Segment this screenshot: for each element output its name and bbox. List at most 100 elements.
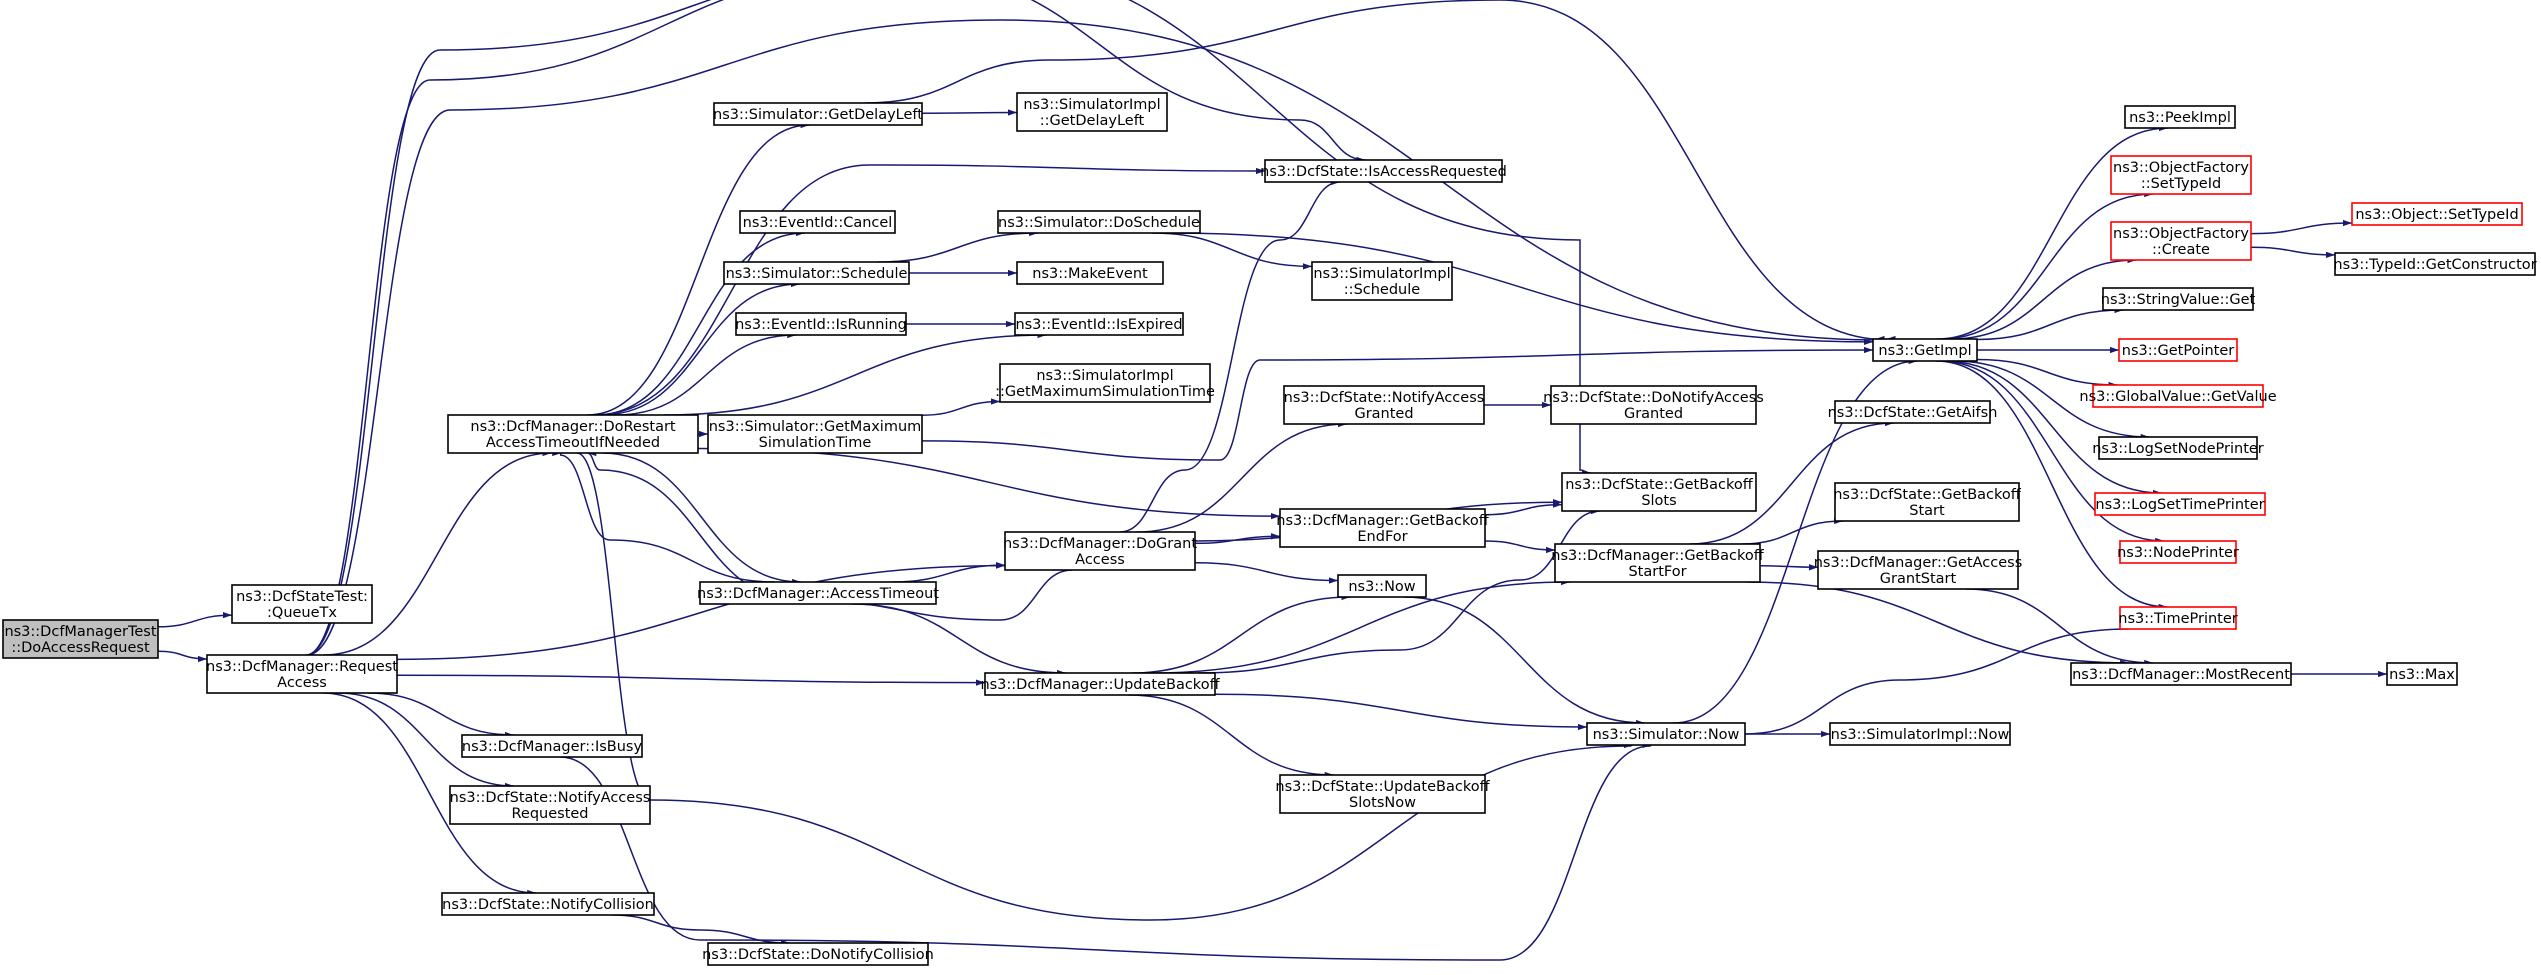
node-label: ns3::DcfState::DoNotifyAccess xyxy=(1543,390,1764,406)
edge-n3-n17 xyxy=(663,331,1047,416)
node-n48[interactable]: ns3::Object::SetTypeId xyxy=(2351,202,2523,226)
node-label: ::GetMaximumSimulationTime xyxy=(995,384,1215,400)
edge-n31-n42 xyxy=(1953,360,2150,441)
node-n31[interactable]: ns3::GetImpl xyxy=(1872,338,1978,362)
node-label: ns3::DcfManager::GetBackoff xyxy=(1551,548,1764,564)
node-n44[interactable]: ns3::NodePrinter xyxy=(2117,540,2239,564)
node-n1[interactable]: ns3::DcfStateTest::QueueTx xyxy=(231,584,373,624)
node-label: ns3::ObjectFactory xyxy=(2113,226,2249,242)
edge-n38-n48 xyxy=(2250,219,2353,235)
edge-n6-n13 xyxy=(612,914,792,952)
edge-n30-n31 xyxy=(1673,357,1918,724)
node-n35[interactable]: ns3::SimulatorImpl::Now xyxy=(1829,722,2011,746)
node-n4[interactable]: ns3::DcfManager::IsBusy xyxy=(461,734,643,758)
node-n17[interactable]: ns3::EventId::IsExpired xyxy=(1014,312,1184,336)
node-label: ns3::DcfState::UpdateBackoff xyxy=(1275,779,1490,795)
node-box xyxy=(707,942,929,966)
node-n30[interactable]: ns3::Simulator::Now xyxy=(1586,722,1746,746)
node-n14[interactable]: ns3::SimulatorImpl::GetDelayLeft xyxy=(1016,92,1168,132)
node-box xyxy=(1283,385,1485,425)
edge-n34-n46 xyxy=(1965,588,2154,667)
node-label: StartFor xyxy=(1628,564,1686,580)
node-n47[interactable]: ns3::Max xyxy=(2386,662,2458,686)
edge-n2-n28 xyxy=(306,0,1591,656)
node-box xyxy=(984,672,1216,696)
node-label: ns3::DcfManager::DoRestart xyxy=(470,419,676,435)
node-n9[interactable]: ns3::Simulator::Schedule xyxy=(723,261,910,285)
node-n38[interactable]: ns3::ObjectFactory::Create xyxy=(2110,221,2252,261)
node-box xyxy=(2070,662,2292,686)
node-n7[interactable]: ns3::Simulator::GetDelayLeft xyxy=(713,102,923,126)
node-box xyxy=(2110,155,2252,195)
node-label: ns3::LogSetNodePrinter xyxy=(2092,441,2264,457)
node-n46[interactable]: ns3::DcfManager::MostRecent xyxy=(2070,662,2292,686)
node-box xyxy=(447,414,699,454)
node-box xyxy=(1279,508,1486,548)
node-n13[interactable]: ns3::DcfState::DoNotifyCollision xyxy=(702,942,934,966)
node-n20[interactable]: ns3::DcfManager::UpdateBackoff xyxy=(980,672,1221,696)
edge-n3-n24 xyxy=(697,447,1281,520)
node-label: Granted xyxy=(1354,406,1413,422)
node-n22[interactable]: ns3::SimulatorImpl::Schedule xyxy=(1311,261,1453,301)
node-box xyxy=(1550,385,1757,425)
node-box xyxy=(206,654,398,694)
node-n49[interactable]: ns3::TypeId::GetConstructor xyxy=(2333,252,2537,276)
node-n43[interactable]: ns3::LogSetTimePrinter xyxy=(2094,492,2266,516)
edge-n20-n26 xyxy=(1128,694,1334,779)
node-n16[interactable]: ns3::MakeEvent xyxy=(1016,261,1164,285)
node-n42[interactable]: ns3::LogSetNodePrinter xyxy=(2092,436,2264,460)
node-label: ns3::Simulator::Schedule xyxy=(726,266,908,282)
node-box xyxy=(2110,221,2252,261)
node-n21[interactable]: ns3::DcfState::IsAccessRequested xyxy=(1260,159,1507,183)
node-label: SlotsNow xyxy=(1349,795,1416,811)
edge-n31-n45 xyxy=(1935,360,2168,611)
node-n15[interactable]: ns3::Simulator::DoSchedule xyxy=(997,210,1201,234)
node-label: ::Create xyxy=(2152,242,2210,258)
node-label: Granted xyxy=(1624,406,1683,422)
node-box xyxy=(1561,472,1757,512)
node-n45[interactable]: ns3::TimePrinter xyxy=(2118,606,2238,630)
node-box xyxy=(2386,662,2458,686)
node-n6[interactable]: ns3::DcfState::NotifyCollision xyxy=(441,892,655,916)
node-box xyxy=(699,581,937,605)
edge-n31-n37 xyxy=(1941,190,2154,340)
edge-n3-n30 xyxy=(576,452,1634,921)
edge-n20-n25 xyxy=(1131,593,1351,674)
edge-n3-n10 xyxy=(615,331,797,416)
node-box xyxy=(1586,722,1746,746)
edge-n3-n9 xyxy=(601,280,800,416)
edge-n31-n41 xyxy=(1976,358,2118,389)
node-n32[interactable]: ns3::DcfState::GetAifsn xyxy=(1828,400,1998,424)
edge-n31-n38 xyxy=(1950,256,2137,340)
node-n41[interactable]: ns3::GlobalValue::GetValue xyxy=(2079,384,2277,408)
node-box xyxy=(2,619,159,659)
node-n40[interactable]: ns3::GetPointer xyxy=(2118,338,2238,362)
edge-n20-n30 xyxy=(1214,693,1588,731)
edge-n31-n39 xyxy=(1976,306,2124,341)
node-n36[interactable]: ns3::PeekImpl xyxy=(2124,105,2236,129)
node-n3[interactable]: ns3::DcfManager::DoRestartAccessTimeoutI… xyxy=(447,414,699,454)
node-box xyxy=(1872,338,1978,362)
node-n39[interactable]: ns3::StringValue::Get xyxy=(2101,287,2256,311)
node-n37[interactable]: ns3::ObjectFactory::SetTypeId xyxy=(2110,155,2252,195)
node-n18[interactable]: ns3::SimulatorImpl::GetMaximumSimulation… xyxy=(995,363,1215,403)
node-n12[interactable]: ns3::DcfManager::AccessTimeout xyxy=(697,581,939,605)
node-n10[interactable]: ns3::EventId::IsRunning xyxy=(735,312,907,336)
node-n25[interactable]: ns3::Now xyxy=(1337,574,1427,598)
node-box xyxy=(1016,92,1168,132)
node-n11[interactable]: ns3::Simulator::GetMaximumSimulationTime xyxy=(707,414,923,454)
node-n8[interactable]: ns3::EventId::Cancel xyxy=(739,210,896,234)
node-label: Start xyxy=(1909,503,1945,519)
edge-n3-n12 xyxy=(602,452,802,586)
